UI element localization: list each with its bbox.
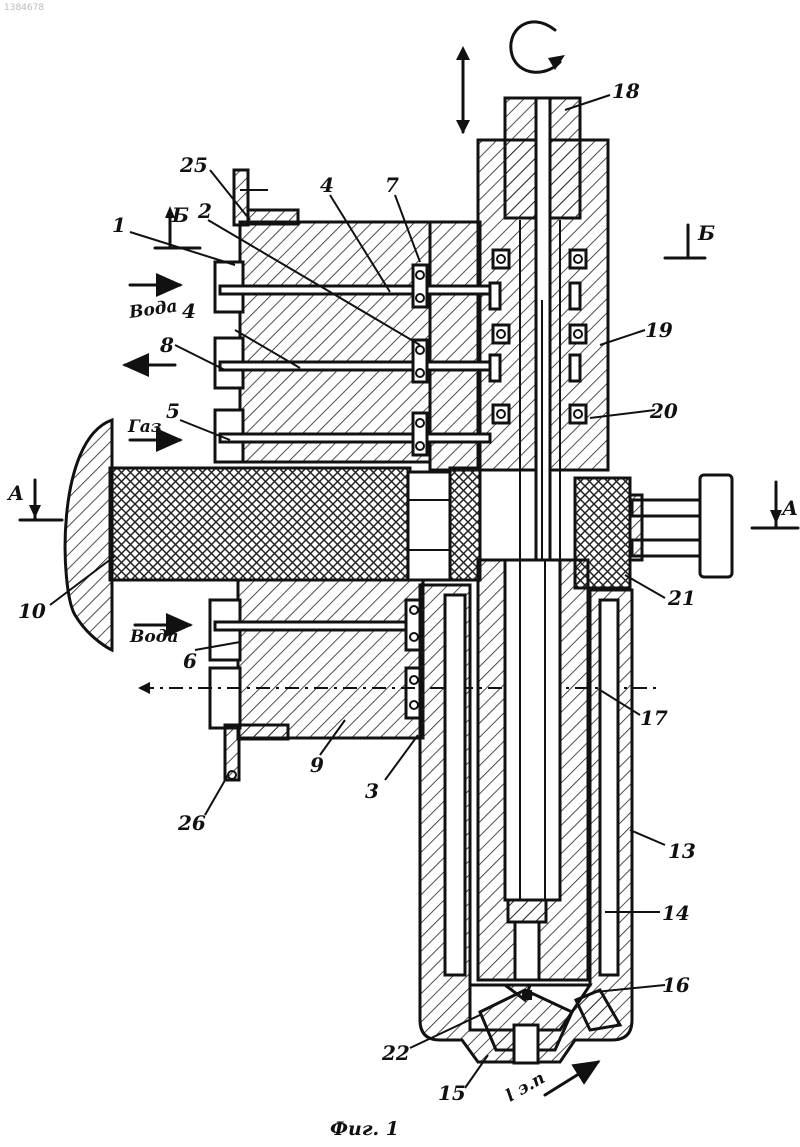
callout-8: 8 (159, 333, 174, 357)
axial-up-arrow-icon (456, 46, 470, 60)
section-label-b-left: Б (171, 203, 189, 227)
lug-25 (234, 170, 248, 225)
handle-10 (65, 420, 112, 650)
callout-16: 16 (662, 973, 690, 997)
callout-1: 1 (112, 213, 126, 237)
callout-2: 2 (197, 199, 212, 223)
callout-20: 20 (649, 399, 678, 423)
callout-4-mid: 4 (182, 299, 196, 323)
fitting-17 (210, 668, 240, 728)
callout-26: 26 (177, 811, 206, 835)
label-water-top: Вода (127, 296, 179, 323)
bore-water-lower (215, 622, 415, 630)
seal-ring-7-group (413, 265, 427, 455)
callout-15: 15 (438, 1081, 466, 1105)
coupling-window (408, 472, 450, 580)
bore-water-in (220, 286, 490, 294)
section-label-a-right: А (780, 496, 798, 520)
callout-25: 25 (179, 153, 208, 177)
section-mark-a-left (20, 480, 62, 520)
label-gap: l э.п (503, 1068, 549, 1106)
callout-3: 3 (365, 779, 379, 803)
callout-22: 22 (381, 1041, 410, 1065)
document-number: 1384678 (4, 3, 44, 13)
callout-5: 5 (166, 399, 180, 423)
figure-caption: Фиг. 1 (330, 1118, 399, 1140)
bore-gas (220, 434, 490, 442)
callout-13: 13 (668, 839, 696, 863)
callout-10: 10 (18, 599, 46, 623)
cooling-channel-left (445, 595, 465, 975)
callout-21: 21 (667, 586, 696, 610)
cooling-channel-right (600, 600, 618, 975)
callout-9: 9 (310, 753, 324, 777)
callout-19: 19 (645, 318, 673, 342)
adjust-knob (700, 475, 732, 577)
callout-6: 6 (183, 649, 197, 673)
upper-housing-block (240, 222, 430, 462)
callout-4-top: 4 (320, 173, 334, 197)
callout-18: 18 (612, 79, 640, 103)
section-label-b-right: Б (697, 221, 715, 245)
electrode-tip (508, 900, 546, 922)
callout-14: 14 (662, 901, 690, 925)
label-water-bottom: Вода (129, 627, 179, 647)
label-gas: Газ (127, 417, 162, 437)
insulating-coupling (110, 468, 410, 580)
axial-down-arrow-icon (456, 120, 470, 134)
lower-housing-block (238, 580, 423, 738)
callout-17: 17 (640, 706, 668, 730)
section-label-a-left: А (6, 481, 24, 505)
bore-water-out (220, 362, 490, 370)
callout-7: 7 (385, 173, 399, 197)
